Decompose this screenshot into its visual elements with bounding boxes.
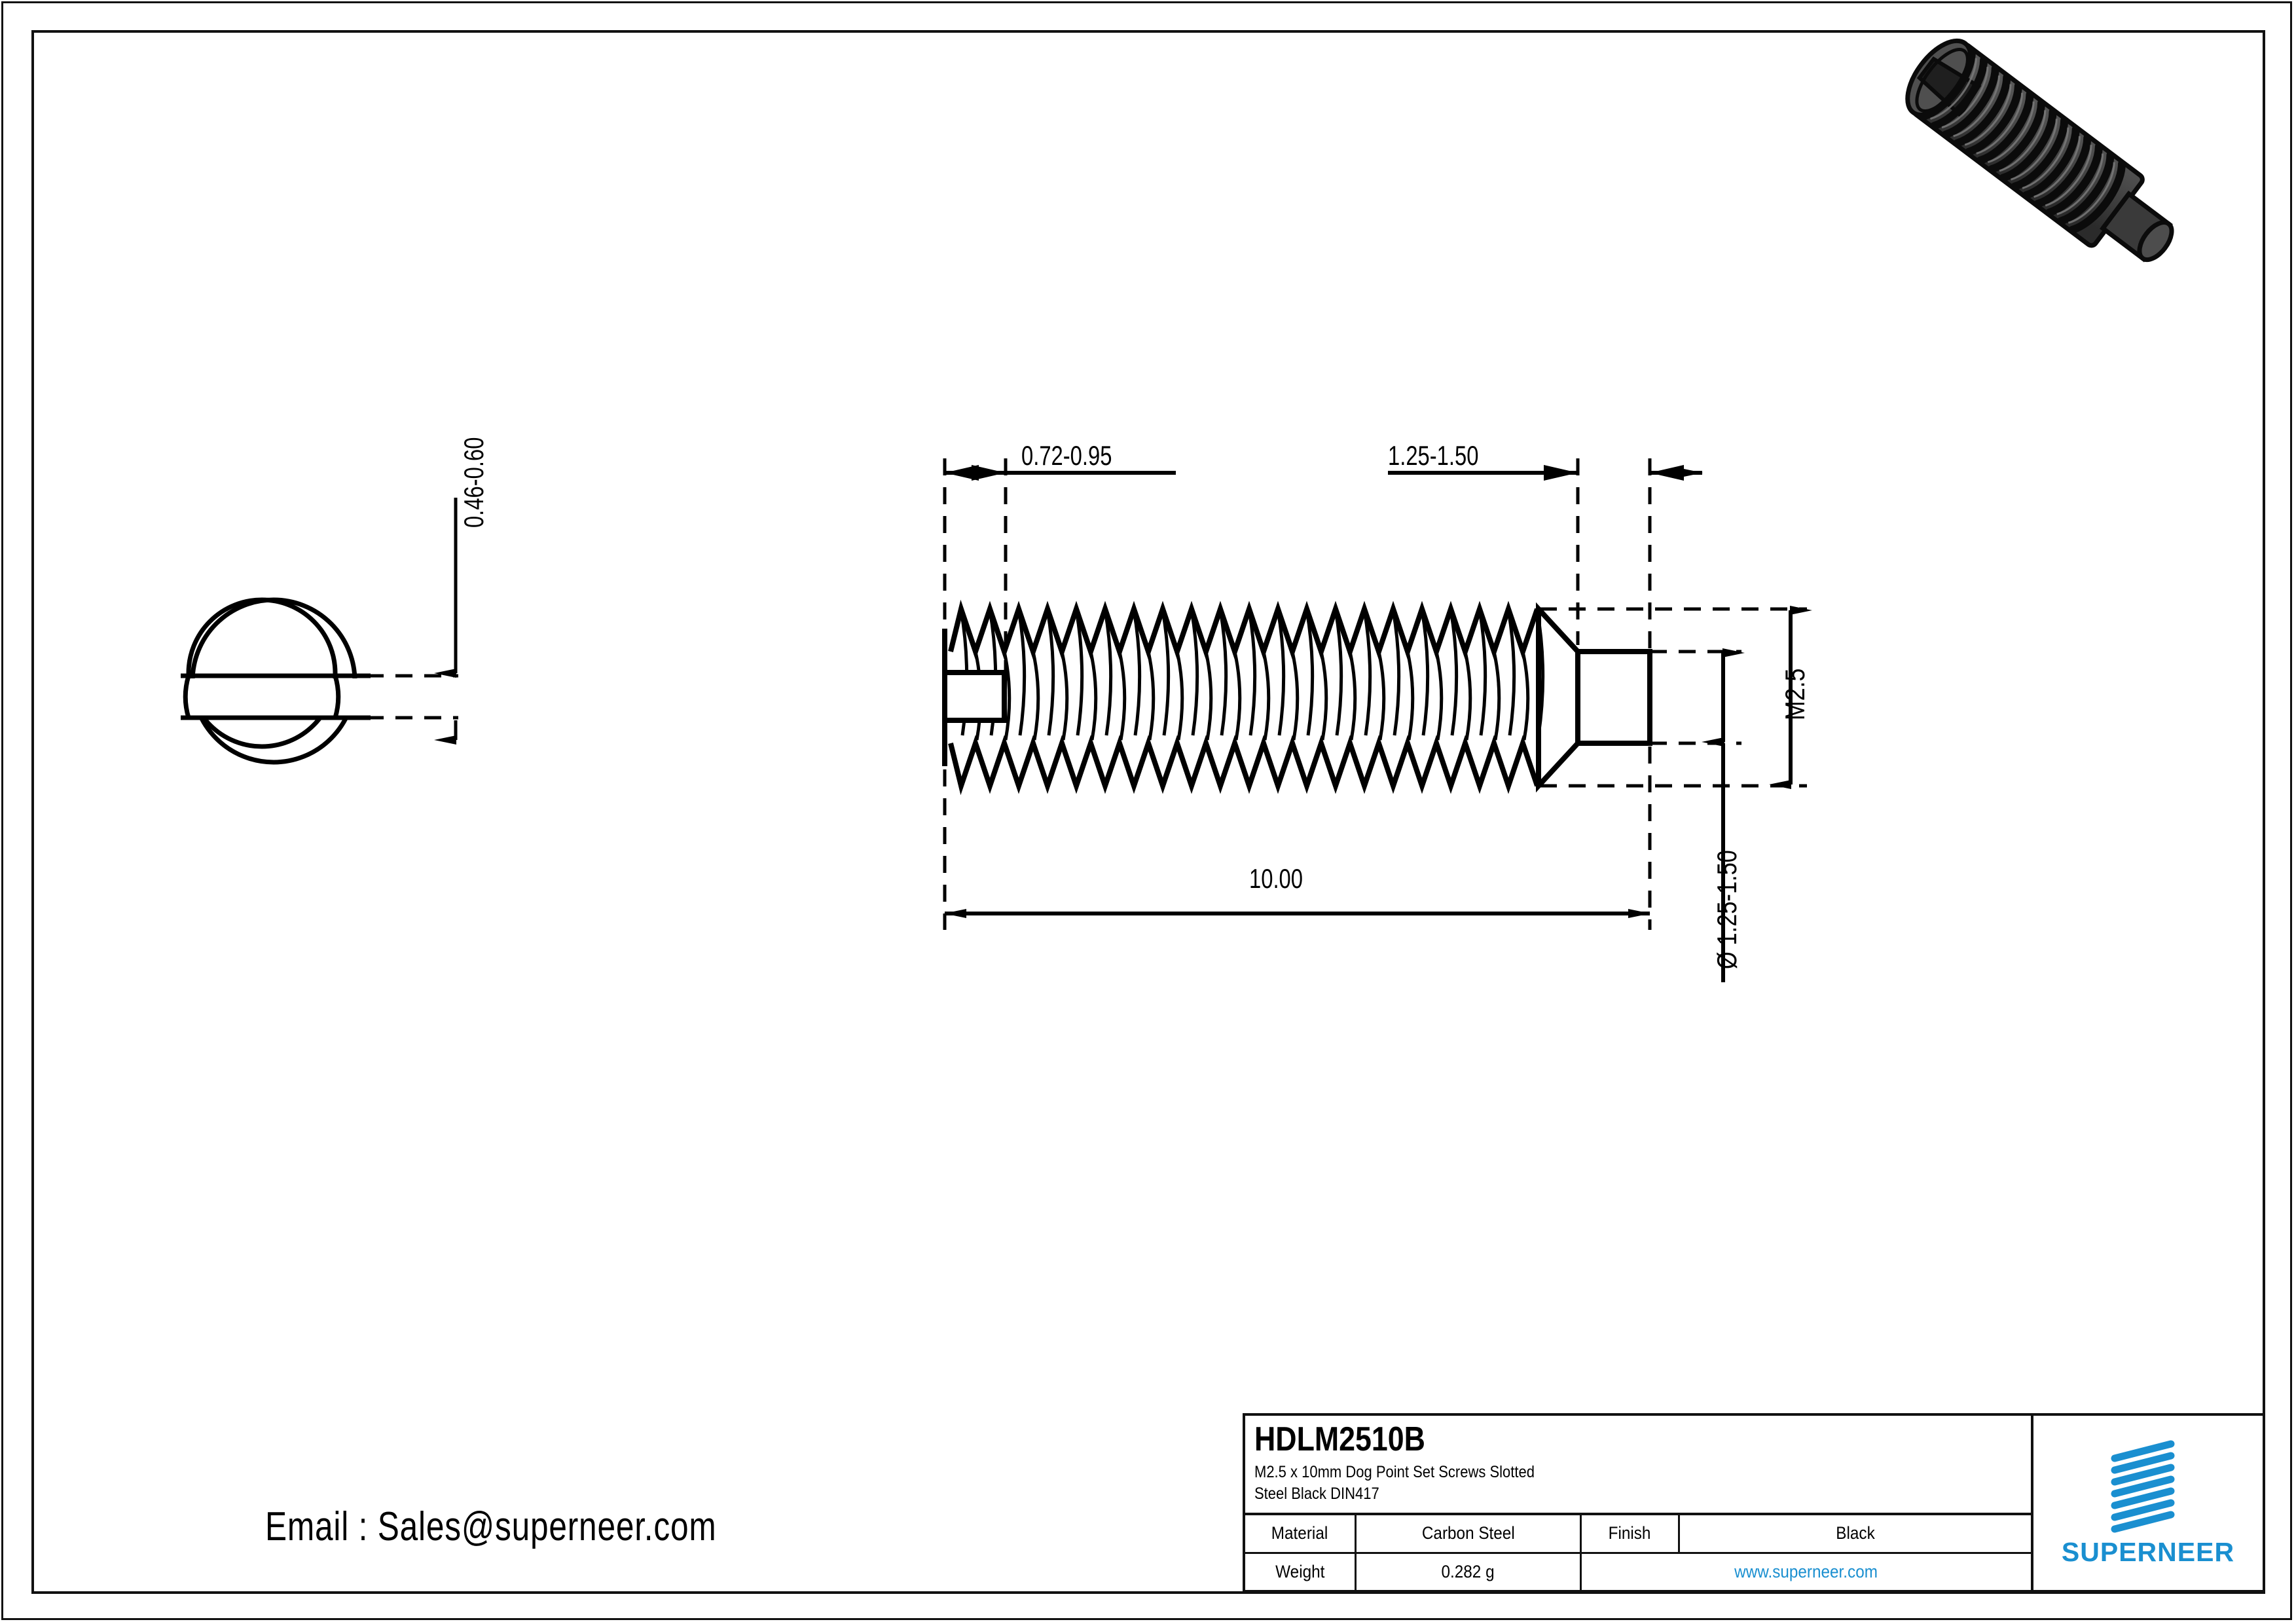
dim-label-overall-length: 10.00	[1249, 863, 1303, 894]
description-line-1: M2.5 x 10mm Dog Point Set Screws Slotted	[1254, 1463, 1535, 1481]
dim-slot-depth	[943, 458, 1176, 674]
dim-dog-point-diameter	[1650, 648, 1745, 982]
website-link[interactable]: www.superneer.com	[1734, 1561, 1878, 1581]
brand-name: SUPERNEER	[2061, 1536, 2235, 1567]
description-line-2: Steel Black DIN417	[1254, 1485, 1379, 1503]
sheet-inner-border	[31, 30, 2265, 1594]
dim-label-dog-point-diameter: Ø 1.25-1.50	[1711, 850, 1742, 969]
superneer-logo-icon	[2111, 1440, 2175, 1532]
end-view-slot-fill	[181, 673, 371, 720]
cell-finish-label: Finish	[1582, 1515, 1680, 1552]
title-block-spec-table: Material Carbon Steel Finish Black Weigh…	[1245, 1515, 2031, 1590]
dim-thread-size	[1540, 606, 1812, 789]
cell-weight-label: Weight	[1245, 1553, 1357, 1590]
description-lines: M2.5 x 10mm Dog Point Set Screws Slotted…	[1254, 1462, 2031, 1505]
isometric-render	[1905, 38, 2174, 263]
title-block-description: HDLM2510B M2.5 x 10mm Dog Point Set Scre…	[1245, 1416, 2031, 1515]
brand-panel: SUPERNEER	[2033, 1416, 2263, 1590]
dim-label-thread-size: M2.5	[1779, 668, 1810, 720]
dim-dog-point-length	[1388, 458, 1703, 655]
title-block-main: HDLM2510B M2.5 x 10mm Dog Point Set Scre…	[1245, 1416, 2033, 1590]
table-row: Material Carbon Steel Finish Black	[1245, 1515, 2031, 1554]
dim-overall-length	[943, 747, 1652, 930]
title-block: HDLM2510B M2.5 x 10mm Dog Point Set Scre…	[1243, 1413, 2265, 1593]
cell-finish-value: Black	[1836, 1523, 1875, 1543]
cell-material-label: Material	[1245, 1515, 1357, 1552]
dim-label-slot-width: 0.46-0.60	[458, 437, 489, 528]
cell-material-value: Carbon Steel	[1357, 1515, 1582, 1552]
contact-email: Email : Sales@superneer.com	[265, 1504, 717, 1549]
cell-weight-value: 0.282 g	[1357, 1553, 1582, 1590]
threaded-side-view	[942, 599, 1652, 796]
dim-label-slot-depth: 0.72-0.95	[1021, 440, 1112, 471]
dim-slot-width	[367, 498, 458, 745]
part-number: HDLM2510B	[1254, 1420, 1425, 1458]
dim-label-dog-point-length: 1.25-1.50	[1388, 440, 1479, 471]
table-row: Weight 0.282 g www.superneer.com	[1245, 1553, 2031, 1590]
